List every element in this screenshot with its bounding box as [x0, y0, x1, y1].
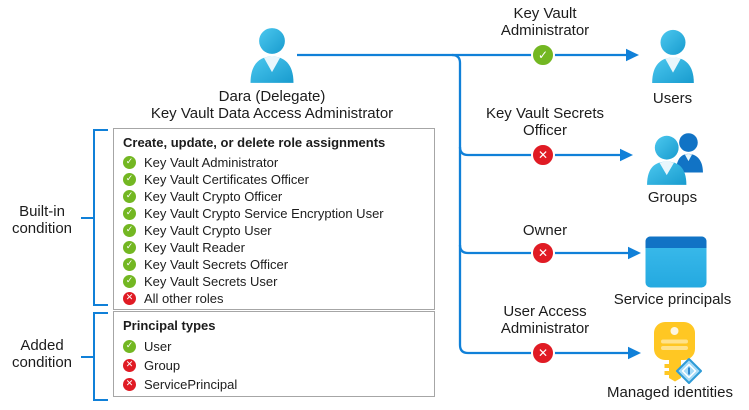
role-label: All other roles: [144, 291, 224, 306]
delegate-caption: Dara (Delegate) Key Vault Data Access Ad…: [132, 88, 412, 123]
role-list-item: Key Vault Secrets Officer: [114, 256, 434, 273]
delegate-person-icon: [250, 28, 294, 83]
role-list-item: Key Vault Crypto User: [114, 222, 434, 239]
added-box-title: Principal types: [123, 318, 216, 333]
builtin-bracket: [81, 129, 108, 306]
principal-label: Group: [144, 358, 181, 373]
builtin-box-title: Create, update, or delete role assignmen…: [123, 135, 386, 150]
role-label: Key Vault Crypto Officer: [144, 189, 283, 204]
status-icon: [123, 258, 136, 271]
role-label: Key Vault Crypto User: [144, 223, 272, 238]
users-icon: [652, 29, 694, 84]
status-icon: [123, 359, 136, 372]
status-icon: [123, 156, 136, 169]
role-list-item: Key Vault Administrator: [114, 154, 434, 171]
assignment-role-label: Key Vault Secrets Officer: [485, 105, 605, 140]
front-person: [647, 135, 687, 185]
builtin-bracket-label: Built-in condition: [11, 203, 73, 238]
role-label: Key Vault Secrets Officer: [144, 257, 289, 272]
role-label: Key Vault Reader: [144, 240, 245, 255]
added-condition-box: Principal types User Group ServicePrinci…: [113, 311, 435, 397]
status-icon: [123, 275, 136, 288]
groups-icon: [647, 133, 703, 185]
status-icon: [123, 207, 136, 220]
role-label: Key Vault Crypto Service Encryption User: [144, 206, 384, 221]
status-icon: [123, 292, 136, 305]
status-icon: [123, 378, 136, 391]
status-icon: [123, 340, 136, 353]
arrow-line-service-principals: [458, 244, 629, 255]
users-caption: Users: [652, 90, 693, 107]
added-bracket: [81, 312, 108, 401]
role-label: Key Vault Administrator: [144, 155, 279, 170]
delegate-role: Key Vault Data Access Administrator: [150, 105, 394, 123]
role-list-item: Key Vault Crypto Service Encryption User: [114, 205, 434, 222]
identity-badge: [676, 358, 702, 384]
service-principals-caption: Service principals: [613, 291, 732, 308]
status-icon: [123, 173, 136, 186]
status-icon: [123, 224, 136, 237]
role-list-item: Key Vault Reader: [114, 239, 434, 256]
status-icon: [123, 190, 136, 203]
assignment-role-label: Key Vault Administrator: [500, 5, 590, 40]
status-icon: [123, 241, 136, 254]
assignment-status-badge: [531, 143, 555, 167]
arrowhead-users: [626, 48, 639, 62]
principal-list-item: ServicePrincipal: [114, 375, 434, 394]
assignment-role-label: User Access Administrator: [500, 303, 590, 338]
managed-identities-caption: Managed identities: [607, 384, 733, 401]
branch-trunk: [451, 53, 629, 355]
principal-list-item: Group: [114, 356, 434, 375]
assignment-status-badge: [531, 341, 555, 365]
groups-caption: Groups: [647, 189, 698, 206]
back-person: [676, 133, 703, 173]
assignment-status-badge: [531, 241, 555, 265]
arrowhead-groups: [620, 148, 633, 162]
arrow-line-groups: [458, 146, 621, 157]
role-label: Key Vault Secrets User: [144, 274, 278, 289]
role-label: Key Vault Certificates Officer: [144, 172, 309, 187]
added-bracket-label: Added condition: [11, 337, 73, 372]
service-principals-icon: [645, 236, 707, 288]
arrowhead-service-principals: [628, 246, 641, 260]
builtin-condition-box: Create, update, or delete role assignmen…: [113, 128, 435, 310]
assignment-role-label: Owner: [522, 222, 568, 239]
role-list-item: All other roles: [114, 290, 434, 307]
role-list-item: Key Vault Crypto Officer: [114, 188, 434, 205]
arrowhead-managed-identities: [628, 346, 641, 360]
principal-label: User: [144, 339, 172, 354]
role-list-item: Key Vault Certificates Officer: [114, 171, 434, 188]
assignment-status-badge: [531, 43, 555, 67]
principal-label: ServicePrincipal: [144, 377, 238, 392]
role-list-item: Key Vault Secrets User: [114, 273, 434, 290]
principal-list-item: User: [114, 337, 434, 356]
delegate-name: Dara (Delegate): [218, 88, 326, 105]
managed-identities-key-icon: [654, 322, 702, 384]
key-shaft: [664, 360, 681, 382]
